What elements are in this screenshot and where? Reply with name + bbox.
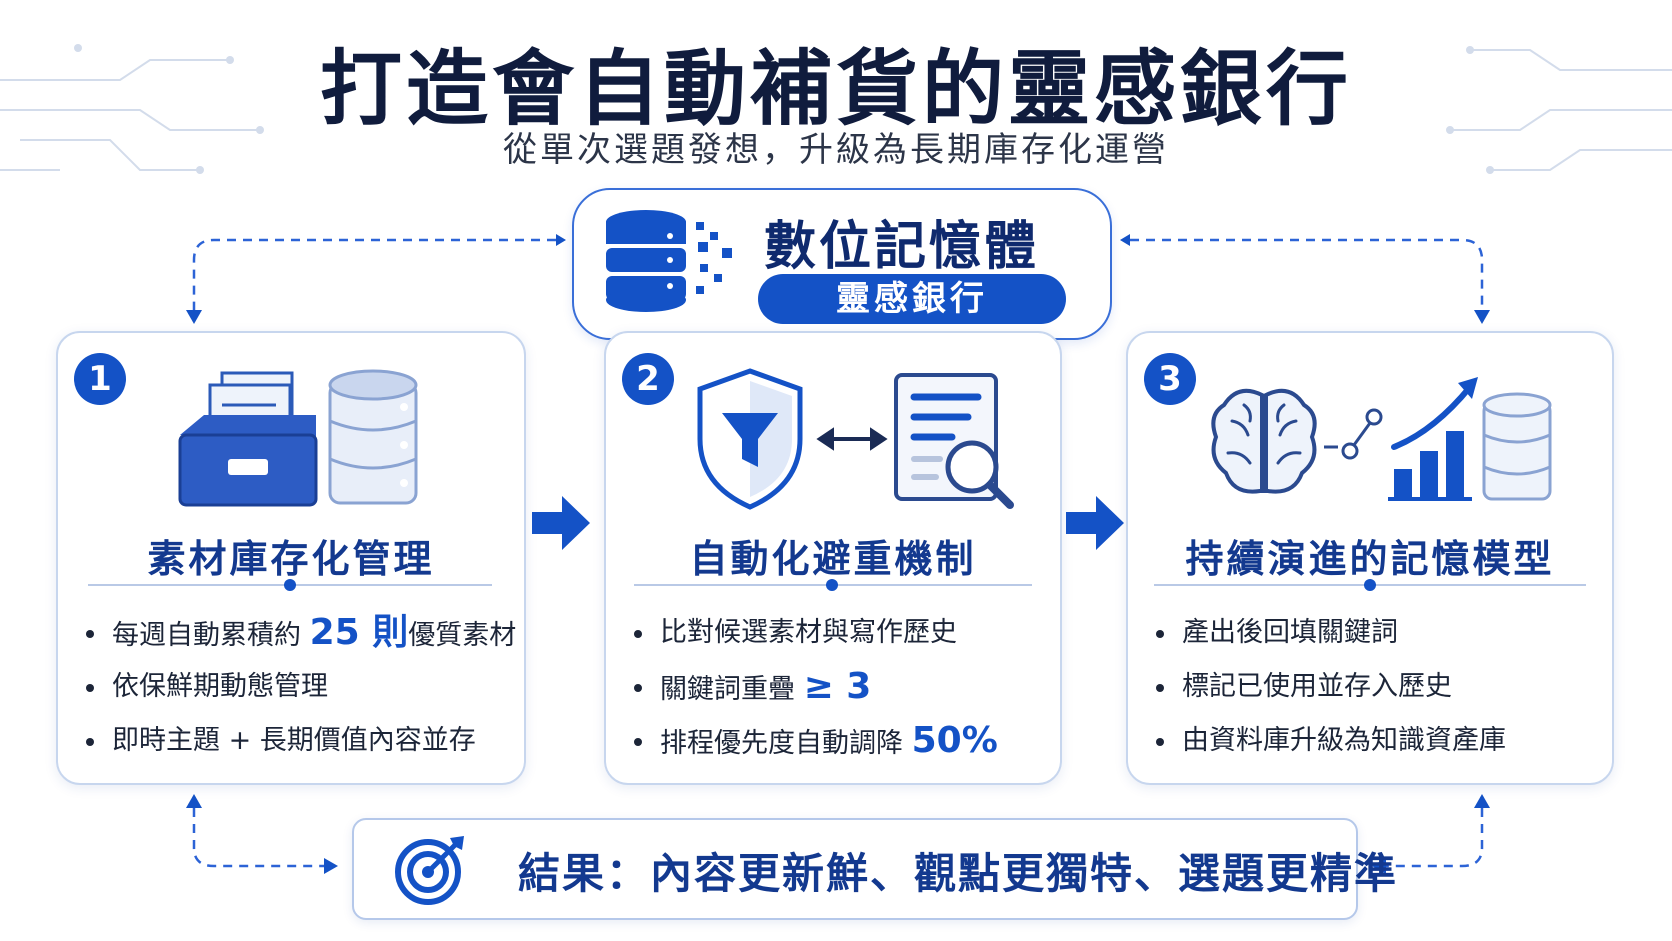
page-subtitle: 從單次選題發想，升級為長期庫存化運營 bbox=[503, 130, 1169, 170]
result-text: 結果：內容更新鮮、觀點更獨特、選題更精準 bbox=[518, 849, 1399, 898]
circuit-decoration-left bbox=[0, 44, 264, 174]
hub-label-pill: 靈感銀行 bbox=[758, 274, 1066, 324]
divider-dot bbox=[826, 579, 838, 591]
list-item: 產出後回填關鍵詞 bbox=[1150, 606, 1506, 660]
page-title: 打造會自動補貨的靈感銀行 bbox=[319, 42, 1352, 137]
flow-arrow-right bbox=[1066, 496, 1124, 550]
arrowhead-left-up bbox=[186, 794, 202, 808]
card-title: 素材庫存化管理 bbox=[147, 537, 435, 581]
step-badge: 1 bbox=[74, 353, 126, 405]
list-item: 排程優先度自動調降 50% bbox=[628, 714, 998, 768]
arrowhead-left-down bbox=[186, 310, 202, 324]
divider-dot bbox=[284, 579, 296, 591]
connector-result-right bbox=[1384, 808, 1484, 868]
target-icon bbox=[395, 836, 464, 905]
card-title: 自動化避重機制 bbox=[689, 537, 977, 581]
hub-title: 數位記憶體 bbox=[764, 217, 1040, 277]
arrowhead-hub-left bbox=[556, 234, 566, 246]
card-item-list: 比對候選素材與寫作歷史 關鍵詞重疊 ≥ 3 排程優先度自動調降 50% bbox=[628, 606, 998, 768]
circuit-decoration-right bbox=[1446, 46, 1672, 174]
list-item: 即時主題 + 長期價值內容並存 bbox=[80, 714, 516, 768]
list-item: 由資料庫升級為知識資產庫 bbox=[1150, 714, 1506, 768]
hub-memory-box: 數位記憶體 靈感銀行 bbox=[572, 188, 1112, 340]
connector-result-left bbox=[192, 808, 326, 868]
database-icon bbox=[606, 210, 732, 312]
arrowhead-right-down bbox=[1474, 310, 1490, 324]
divider-dot bbox=[1364, 579, 1376, 591]
card-item-list: 每週自動累積約 25 則優質素材 依保鮮期動態管理 即時主題 + 長期價值內容並… bbox=[80, 606, 516, 768]
brain-growth-chart-database-icon bbox=[1211, 377, 1552, 501]
step-badge: 2 bbox=[622, 353, 674, 405]
list-item: 依保鮮期動態管理 bbox=[80, 660, 516, 714]
list-item: 比對候選素材與寫作歷史 bbox=[628, 606, 998, 660]
arrowhead-result-left bbox=[324, 858, 338, 874]
arrowhead-hub-right bbox=[1120, 234, 1130, 246]
list-item: 標記已使用並存入歷史 bbox=[1150, 660, 1506, 714]
shield-filter-document-search-icon bbox=[697, 368, 1014, 510]
card-inventory: 1 素材庫存化管理 每週自動累積約 25 則優質素材 依保鮮期動態管理 即時主題… bbox=[56, 331, 526, 785]
card-dedup: 2 自動化避重機制 比對候選素材與寫作歷史 關鍵詞重疊 ≥ 3 排程優先度自動調… bbox=[604, 331, 1062, 785]
arrowhead-result-right bbox=[1372, 858, 1386, 874]
result-banner: 結果：內容更新鮮、觀點更獨特、選題更精準 bbox=[352, 818, 1396, 920]
file-drawer-database-icon bbox=[178, 369, 418, 507]
card-memory-model: 3 持續演進的記憶模型 產出 bbox=[1126, 331, 1614, 785]
connector-hub-left bbox=[192, 238, 556, 312]
list-item: 每週自動累積約 25 則優質素材 bbox=[80, 606, 516, 660]
card-item-list: 產出後回填關鍵詞 標記已使用並存入歷史 由資料庫升級為知識資產庫 bbox=[1150, 606, 1506, 768]
list-item: 關鍵詞重疊 ≥ 3 bbox=[628, 660, 998, 714]
connector-hub-right bbox=[1130, 238, 1484, 312]
arrowhead-right-up bbox=[1474, 794, 1490, 808]
card-title: 持續演進的記憶模型 bbox=[1185, 537, 1555, 581]
step-badge: 3 bbox=[1144, 353, 1196, 405]
flow-arrow-right bbox=[532, 496, 590, 550]
